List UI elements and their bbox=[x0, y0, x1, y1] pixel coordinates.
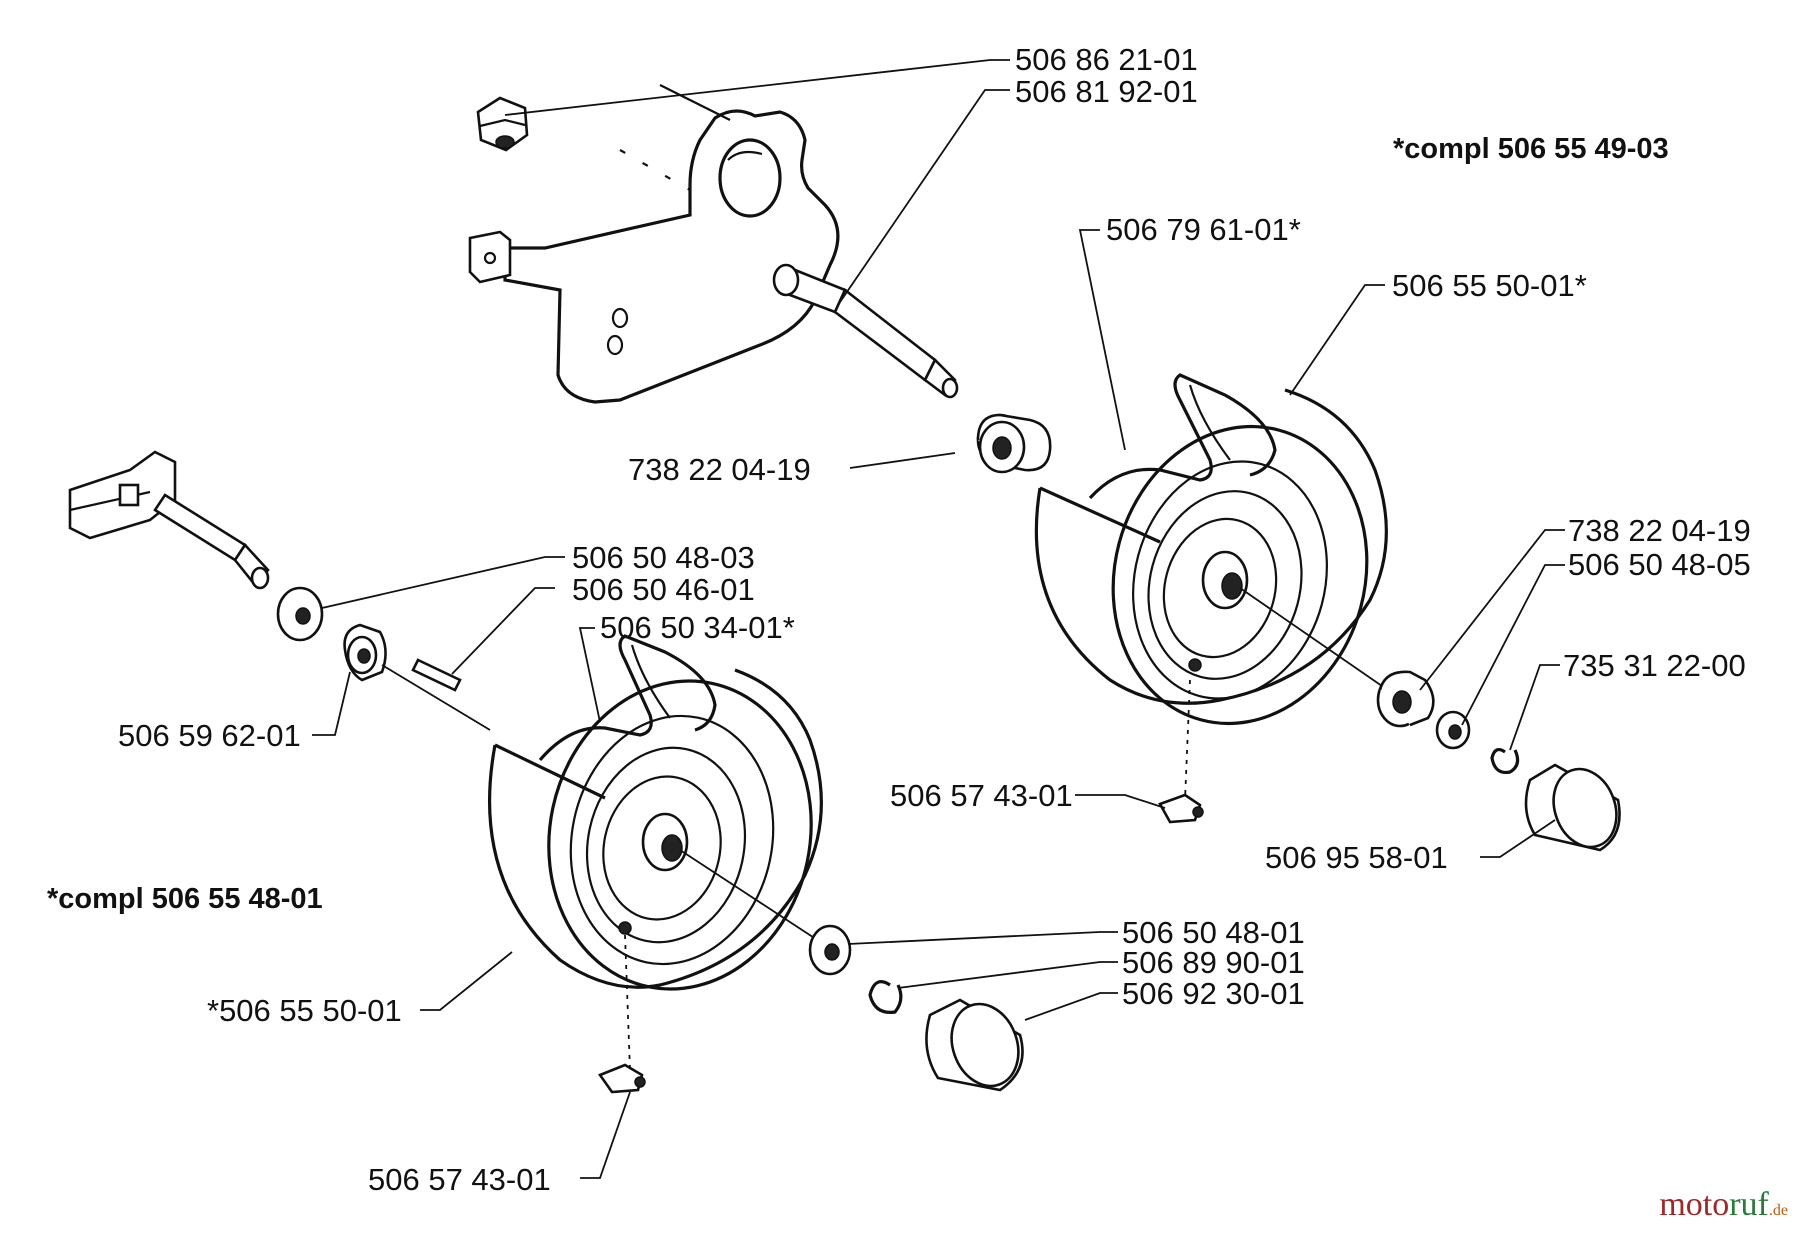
watermark-part3: .de bbox=[1768, 1202, 1788, 1219]
label-506-50-48-03: 506 50 48-03 bbox=[572, 540, 755, 575]
cap-506-92-30-01 bbox=[925, 998, 1024, 1092]
label-506-50-48-05: 506 50 48-05 bbox=[1568, 547, 1751, 582]
label-506-79-61-01: 506 79 61-01* bbox=[1106, 212, 1301, 247]
washer-506-50-48-03 bbox=[276, 586, 324, 642]
label-506-95-58-01: 506 95 58-01 bbox=[1265, 840, 1448, 875]
label-506-57-43-01-left: 506 57 43-01 bbox=[368, 1162, 551, 1197]
clip-506-89-90-01 bbox=[868, 980, 903, 1014]
watermark-part1: moto bbox=[1659, 1186, 1730, 1223]
left-axle-assembly bbox=[68, 450, 270, 590]
label-506-59-62-01: 506 59 62-01 bbox=[118, 718, 301, 753]
label-506-57-43-01-right: 506 57 43-01 bbox=[890, 778, 1073, 813]
pin-line-right bbox=[1184, 679, 1191, 801]
key-506-50-46-01 bbox=[411, 658, 462, 692]
bushing-506-59-62-01 bbox=[343, 623, 387, 682]
spacer-738-22-04-19-right bbox=[1376, 670, 1435, 728]
washer-506-50-48-05 bbox=[1435, 710, 1471, 750]
label-506-50-46-01: 506 50 46-01 bbox=[572, 572, 755, 607]
axle-pin bbox=[772, 263, 959, 399]
label-738-22-04-19-left: 738 22 04-19 bbox=[628, 452, 811, 487]
wheel-right bbox=[1034, 373, 1388, 726]
clip-735-31-22-00 bbox=[1490, 747, 1520, 775]
label-506-50-34-01: 506 50 34-01* bbox=[600, 610, 795, 645]
spacer-738-22-04-19-left bbox=[976, 413, 1052, 474]
label-738-22-04-19-right: 738 22 04-19 bbox=[1568, 513, 1751, 548]
label-506-50-48-01: 506 50 48-01 bbox=[1122, 915, 1305, 950]
label-506-86-21-01: 506 86 21-01 bbox=[1015, 42, 1198, 77]
pin-506-57-43-01-right bbox=[1158, 793, 1204, 824]
nut-506-86-21-01 bbox=[476, 96, 529, 152]
washer-506-50-48-01 bbox=[808, 924, 852, 976]
cap-506-95-58-01 bbox=[1524, 763, 1621, 852]
part-labels: 506 86 21-01 506 81 92-01 506 79 61-01* … bbox=[118, 42, 1751, 1197]
pin-line-left bbox=[624, 934, 631, 1071]
wheel-left bbox=[488, 634, 823, 991]
label-506-92-30-01: 506 92 30-01 bbox=[1122, 976, 1305, 1011]
axle-bracket bbox=[468, 84, 840, 404]
label-735-31-22-00: 735 31 22-00 bbox=[1563, 648, 1746, 683]
label-506-81-92-01: 506 81 92-01 bbox=[1015, 74, 1198, 109]
watermark-logo: motoruf.de bbox=[1659, 1186, 1788, 1224]
axis-line-left bbox=[679, 849, 826, 946]
pin-506-57-43-01-left bbox=[597, 1063, 646, 1094]
label-506-55-50-01-right: 506 55 50-01* bbox=[1392, 268, 1587, 303]
watermark-part2: ruf bbox=[1729, 1186, 1769, 1223]
assembly-label-left: *compl 506 55 48-01 bbox=[47, 883, 323, 915]
leader-lines bbox=[312, 59, 1565, 1179]
assembly-label-right: *compl 506 55 49-03 bbox=[1393, 133, 1669, 165]
label-506-55-50-01-left: *506 55 50-01 bbox=[207, 993, 402, 1028]
axis-line-right bbox=[1239, 587, 1396, 696]
label-506-89-90-01: 506 89 90-01 bbox=[1122, 945, 1305, 980]
axis-line-left-inner bbox=[381, 664, 491, 731]
